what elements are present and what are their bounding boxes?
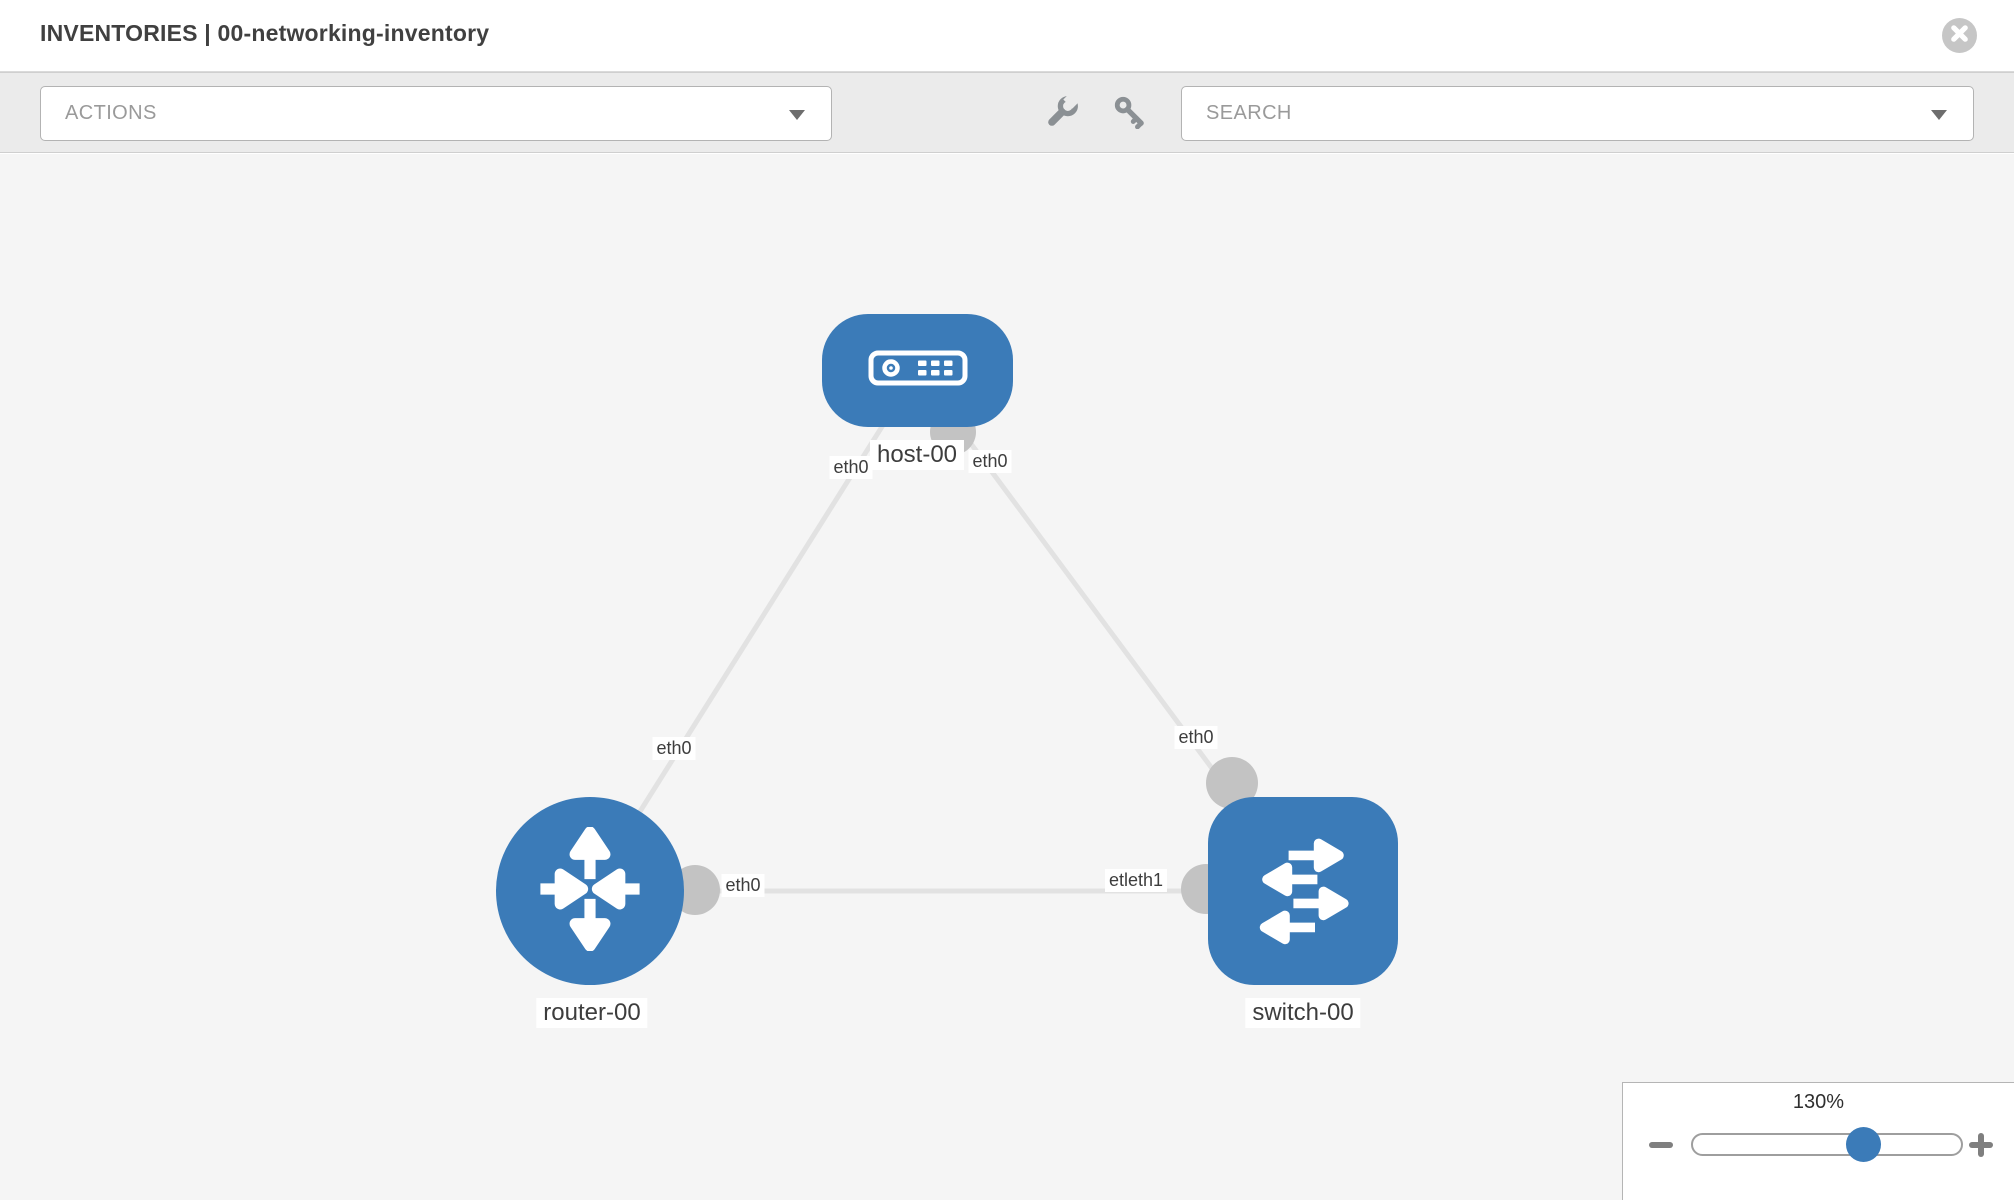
host-icon <box>868 348 968 393</box>
configure-button[interactable] <box>1041 92 1083 135</box>
zoom-slider-thumb[interactable] <box>1846 1127 1881 1162</box>
page-title: INVENTORIES | 00-networking-inventory <box>40 20 490 46</box>
switch-icon-node[interactable] <box>1208 797 1398 985</box>
node-label-router: router-00 <box>536 998 648 1028</box>
iface-label-switch-top: eth0 <box>1174 726 1218 749</box>
key-icon <box>1113 95 1147 134</box>
close-button[interactable] <box>1942 18 1977 53</box>
chevron-down-icon <box>789 109 805 120</box>
close-icon <box>1950 24 1969 48</box>
toolbar: ACTIONS SEARCH <box>0 72 2014 153</box>
node-label-switch: switch-00 <box>1245 998 1361 1028</box>
iface-label-switch-left: etleth1 <box>1104 869 1168 892</box>
zoom-in-button[interactable] <box>1967 1133 1995 1157</box>
node-label-host: host-00 <box>869 440 965 470</box>
iface-label-host-right: eth0 <box>968 450 1012 473</box>
credentials-button[interactable] <box>1109 93 1151 135</box>
iface-label-host-left: eth0 <box>829 456 873 479</box>
node-router-00[interactable] <box>496 797 684 985</box>
zoom-level-value: 130% <box>1792 1091 1845 1113</box>
iface-label-router-top: eth0 <box>652 737 696 760</box>
switch-icon <box>1243 829 1363 954</box>
zoom-out-button[interactable] <box>1647 1133 1675 1157</box>
node-host-00[interactable] <box>822 314 1013 427</box>
chevron-down-icon <box>1931 109 1947 120</box>
iface-label-router-right: eth0 <box>721 874 765 897</box>
topology-canvas[interactable] <box>0 154 2014 1200</box>
zoom-panel: 130% <box>1622 1082 2014 1200</box>
router-icon <box>528 825 652 956</box>
search-dropdown[interactable]: SEARCH <box>1181 86 1974 141</box>
actions-dropdown[interactable]: ACTIONS <box>40 86 832 141</box>
wrench-icon <box>1045 92 1080 134</box>
header-bar: INVENTORIES | 00-networking-inventory <box>0 0 2014 72</box>
actions-dropdown-label: ACTIONS <box>65 102 157 124</box>
search-dropdown-label: SEARCH <box>1206 102 1292 124</box>
zoom-slider-track[interactable] <box>1691 1133 1963 1156</box>
